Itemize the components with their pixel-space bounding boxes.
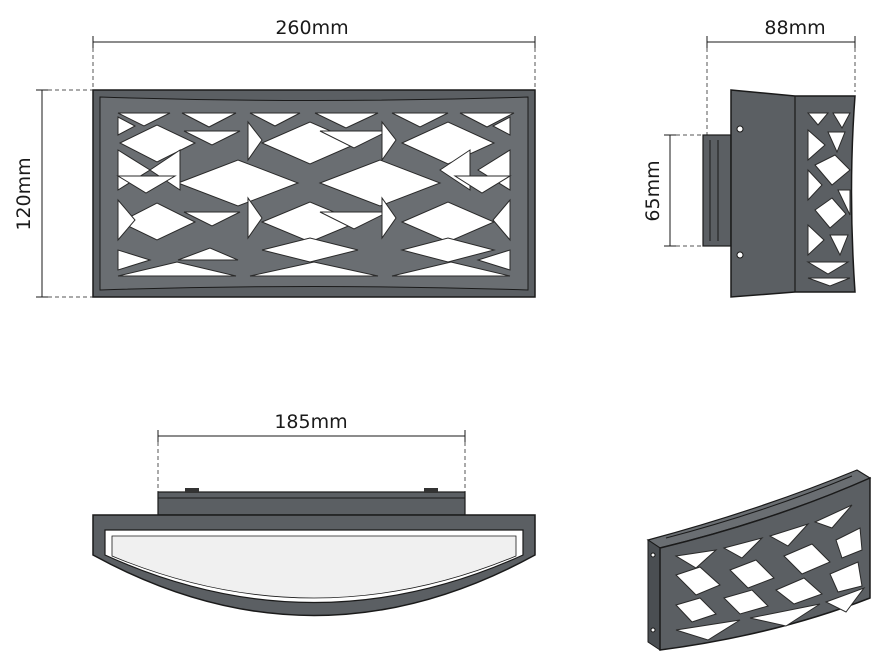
width-label: 260mm	[275, 17, 348, 39]
backplate	[702, 134, 732, 247]
mount-tab	[424, 488, 438, 493]
side-housing	[730, 89, 856, 298]
screw-icon	[650, 627, 656, 633]
isometric-view	[646, 469, 872, 651]
front-lattice	[116, 112, 515, 277]
mount-tab	[185, 488, 199, 493]
side-view: 88mm 65mm	[642, 17, 856, 298]
top-diffuser	[111, 535, 517, 599]
iso-top-edge	[665, 475, 853, 539]
backplate-height-label: 65mm	[642, 160, 664, 221]
mount-bracket	[157, 491, 466, 516]
iso-lattice	[674, 504, 866, 641]
screw-icon	[650, 552, 656, 558]
screw-icon	[736, 125, 744, 133]
depth-label: 88mm	[764, 17, 825, 39]
screw-icon	[736, 251, 744, 259]
mount-width-label: 185mm	[274, 411, 347, 433]
side-lattice	[806, 112, 851, 287]
top-view: 185mm	[92, 411, 536, 617]
height-label: 120mm	[13, 157, 35, 230]
front-view: 260mm 120mm	[13, 17, 536, 298]
